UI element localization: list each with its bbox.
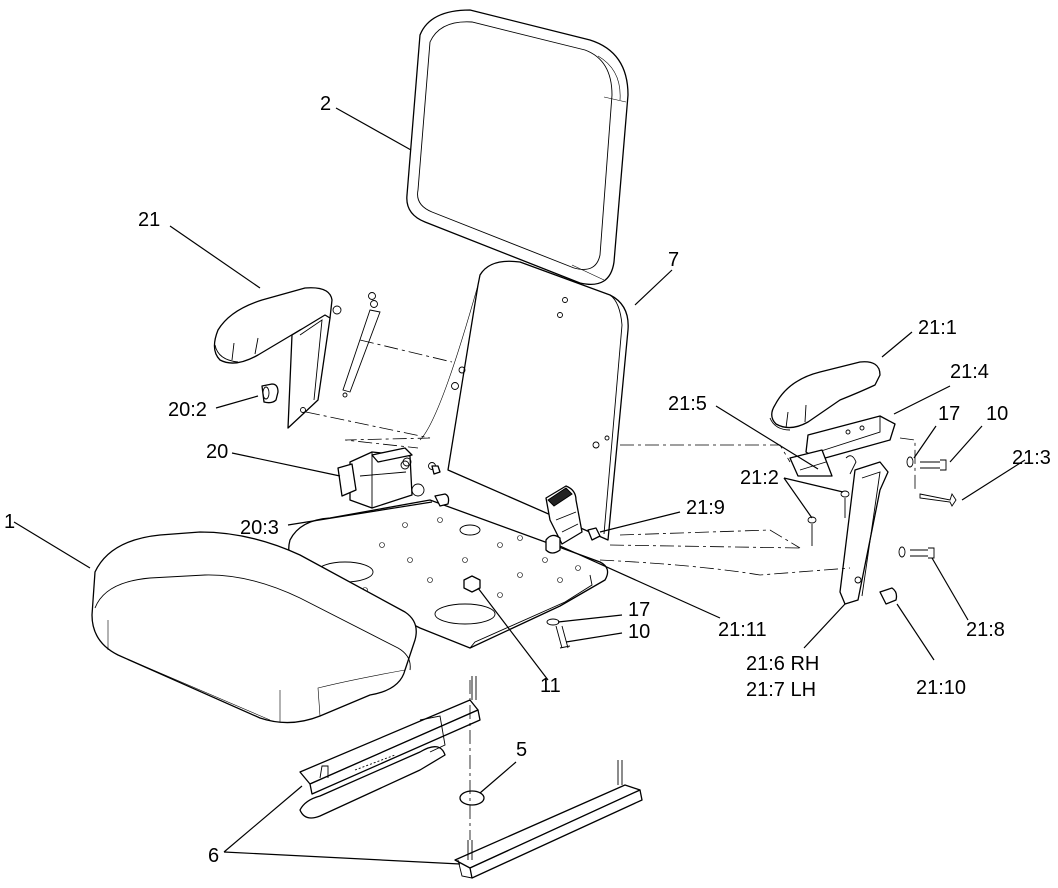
callout-21-2: 21:2 bbox=[740, 467, 779, 489]
stop-plug-5 bbox=[459, 790, 485, 806]
callout-17-lower: 17 bbox=[628, 599, 650, 621]
left-armrest bbox=[213, 287, 381, 429]
seat-belt-retractor bbox=[337, 447, 441, 509]
knob-21-11 bbox=[545, 534, 561, 554]
callout-20-2: 20:2 bbox=[168, 399, 207, 421]
callout-21-4: 21:4 bbox=[950, 361, 989, 383]
screw-21-3 bbox=[919, 492, 957, 507]
callout-21-9: 21:9 bbox=[686, 497, 725, 519]
seat-cushion bbox=[91, 531, 417, 724]
nut-21-9 bbox=[587, 527, 601, 541]
back-cushion bbox=[406, 9, 629, 285]
callout-1: 1 bbox=[4, 511, 15, 533]
seat-slide-rail-left bbox=[299, 676, 481, 819]
callout-2: 2 bbox=[320, 93, 331, 115]
callout-21-3: 21:3 bbox=[1012, 447, 1051, 469]
callout-5: 5 bbox=[516, 739, 527, 761]
callout-21: 21 bbox=[138, 209, 160, 231]
knob-20-2 bbox=[261, 383, 279, 404]
callout-21-6-rh: 21:6 RH bbox=[746, 653, 819, 675]
knob-21-10 bbox=[879, 587, 898, 605]
bolt-10-lower bbox=[555, 625, 571, 649]
callout-21-8: 21:8 bbox=[966, 619, 1005, 641]
callout-20: 20 bbox=[206, 441, 228, 463]
buckle-20-3 bbox=[434, 493, 450, 507]
callout-21-5: 21:5 bbox=[668, 393, 707, 415]
washer-17-lower bbox=[546, 618, 560, 626]
callout-7: 7 bbox=[668, 249, 679, 271]
callout-21-1: 21:1 bbox=[918, 317, 957, 339]
callout-21-10: 21:10 bbox=[916, 677, 966, 699]
callout-20-3: 20:3 bbox=[240, 517, 279, 539]
washer-17-upper bbox=[906, 456, 914, 468]
bolt-10-upper bbox=[920, 459, 947, 471]
seat-slide-rail-right bbox=[454, 760, 643, 879]
nut-11 bbox=[463, 575, 481, 593]
callout-10-lower: 10 bbox=[628, 621, 650, 643]
callout-10-upper: 10 bbox=[986, 403, 1008, 425]
washers-21-2 bbox=[807, 490, 850, 546]
callout-17-upper: 17 bbox=[938, 403, 960, 425]
armrest-bracket-rh bbox=[839, 455, 889, 605]
leader-lines bbox=[13, 107, 1026, 865]
seat-back bbox=[419, 260, 629, 541]
callout-labels: 1 2 21 7 20:2 20 20:3 21:1 21:4 21:5 17 … bbox=[4, 93, 1051, 867]
bolt-21-8 bbox=[898, 546, 935, 559]
right-armrest bbox=[769, 361, 896, 461]
callout-11: 11 bbox=[540, 675, 561, 697]
callout-21-7-lh: 21:7 LH bbox=[746, 679, 816, 701]
callout-6: 6 bbox=[208, 845, 219, 867]
seat-belt-buckle-right bbox=[545, 485, 583, 545]
callout-21-11: 21:11 bbox=[718, 619, 767, 641]
